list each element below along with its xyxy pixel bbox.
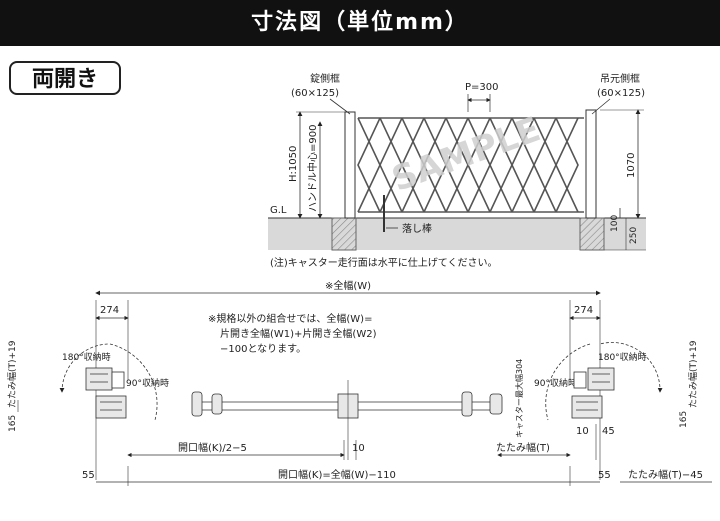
dim-274-left: 274 <box>100 305 119 316</box>
height-right: 1070 <box>626 153 637 178</box>
fold-width: たたみ幅(T) <box>496 441 550 454</box>
hinge-frame-label: 吊元側框 <box>600 72 640 85</box>
dim-165-left: 165 <box>8 415 18 432</box>
left-folded-gate <box>85 367 127 419</box>
drop-rod-label: 落し棒 <box>402 222 432 235</box>
latch-frame <box>344 111 356 219</box>
dim-100: 100 <box>610 215 620 232</box>
foundation-right <box>579 217 605 251</box>
dim-165-right: 165 <box>679 411 689 428</box>
stow-90-left: 90°収納時 <box>126 377 169 389</box>
combination-note-1: ※規格以外の組合せでは、全幅(W)= <box>208 312 372 325</box>
combination-note-2: 片開き全幅(W1)+片開き全幅(W2) <box>220 327 377 340</box>
height-total: H:1050 <box>288 146 299 182</box>
fold-width-minus: たたみ幅(T)−45 <box>628 468 703 481</box>
latch-frame-label: 錠側框 <box>310 72 340 85</box>
overall-width: ※全幅(W) <box>325 279 371 292</box>
caster-note: (注)キャスター走行面は水平に仕上げてください。 <box>270 256 498 269</box>
caster-max-width: キャスター最大幅304 <box>514 359 524 438</box>
right-folded-gate <box>571 367 615 419</box>
plan-view: ※全幅(W) 274 274 ※規格以外の組合せでは、全幅(W)= 片開き全幅(… <box>6 279 712 486</box>
dim-10-right: 10 <box>576 426 589 437</box>
page-title: 寸法図（単位mm） <box>0 0 720 46</box>
gate-lattice <box>357 117 584 213</box>
dim-274-right: 274 <box>574 305 593 316</box>
dim-250: 250 <box>629 227 639 244</box>
fold-width-right: たたみ幅(T)+19 <box>687 340 699 408</box>
hinge-frame <box>585 109 597 219</box>
dim-55-right: 55 <box>598 470 611 481</box>
dim-55-left: 55 <box>82 470 95 481</box>
hinge-frame-size: (60×125) <box>597 88 645 99</box>
stow-180-right: 180°収納時 <box>598 351 647 363</box>
ground-line-label: G.L <box>270 205 287 216</box>
elevation-view: SAMPLE 錠側框 (60×125) 吊元側框 (60×125) P=300 … <box>268 72 646 269</box>
handle-center: ハンドル中心=900 <box>306 125 319 212</box>
latch-frame-size: (60×125) <box>291 88 339 99</box>
pitch-label: P=300 <box>465 82 499 93</box>
dim-45: 45 <box>602 426 615 437</box>
double-swing-badge: 両開き <box>9 61 121 95</box>
combination-note-3: −100となります。 <box>220 343 306 355</box>
stow-180-left: 180°収納時 <box>62 351 111 363</box>
fold-width-left: たたみ幅(T)+19 <box>6 340 18 408</box>
dim-10-center: 10 <box>352 443 365 454</box>
opening-half: 開口幅(K)/2−5 <box>178 441 247 454</box>
opening-formula: 開口幅(K)=全幅(W)−110 <box>278 468 396 481</box>
foundation-left <box>331 217 357 251</box>
center-extended-gate <box>191 391 503 419</box>
stow-90-right: 90°収納時 <box>534 377 577 389</box>
